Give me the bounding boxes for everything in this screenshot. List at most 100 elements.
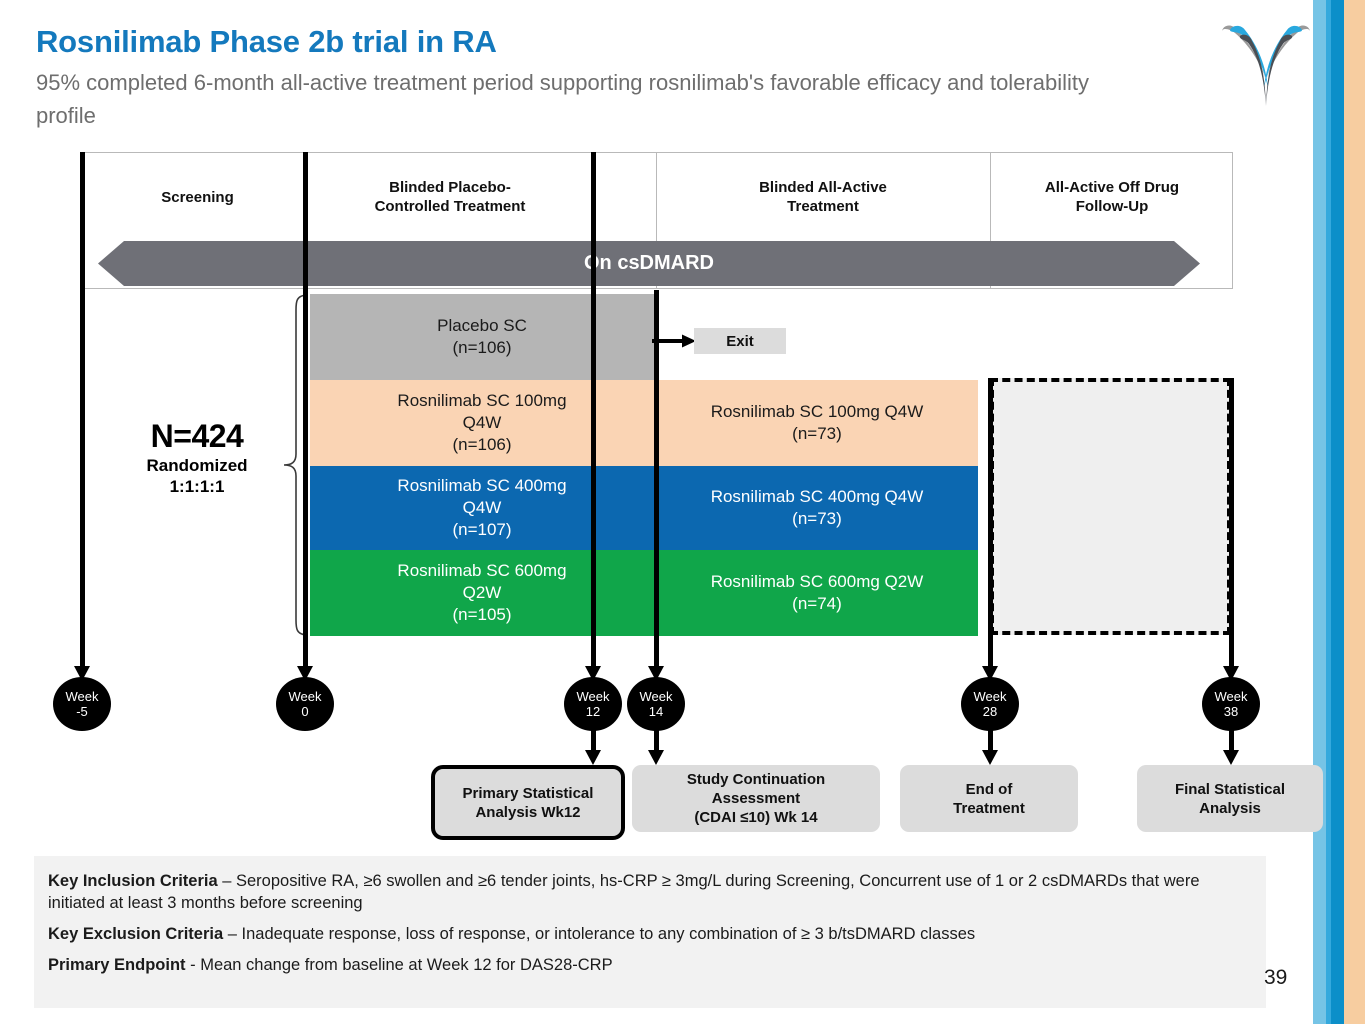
- page-number: 39: [1264, 966, 1288, 989]
- arm-400mg-l1: Rosnilimab SC 400mg: [397, 476, 567, 495]
- connector-arrowhead-wk-28: [982, 750, 998, 765]
- phase-label-followup-l1: All-Active Off Drug: [1044, 179, 1180, 196]
- timeline-line-wk--5: [80, 152, 85, 672]
- arm-placebo-l1: Placebo SC: [437, 316, 527, 335]
- week-marker-12-value: 12: [585, 704, 601, 719]
- randomization-line2: Randomized: [146, 456, 248, 475]
- callout-final-l1: Final Statistical: [1174, 780, 1286, 798]
- on-csdmard-band: On csDMARD: [98, 240, 1200, 287]
- timeline-line-wk-12: [591, 152, 596, 672]
- week-marker-minus5-value: -5: [76, 704, 88, 719]
- edge-stripe-blue: [1331, 0, 1344, 1024]
- randomization-label: N=424 Randomized 1:1:1:1: [92, 418, 302, 497]
- arm-placebo-l2: (n=106): [452, 338, 512, 357]
- callout-final-statistical-analysis[interactable]: Final Statistical Analysis: [1137, 765, 1323, 832]
- week-marker-minus5-label: Week: [65, 689, 99, 704]
- arm-box-rosnilimab-400mg: Rosnilimab SC 400mg Q4W (n=107): [310, 466, 654, 550]
- phase-label-blinded-placebo-l2: Controlled Treatment: [374, 198, 526, 215]
- connector-line-wk-28: [988, 728, 993, 754]
- connector-line-wk-14: [654, 728, 659, 754]
- edge-stripe-light-blue: [1313, 0, 1326, 1024]
- callout-primary-statistical-analysis[interactable]: Primary Statistical Analysis Wk12: [431, 765, 625, 840]
- callout-primary-l2: Analysis Wk12: [475, 803, 581, 821]
- arm-box-rosnilimab-400mg-allactive: Rosnilimab SC 400mg Q4W (n=73): [656, 466, 978, 550]
- arm-box-placebo: Placebo SC (n=106): [310, 294, 654, 380]
- week-marker-14-label: Week: [639, 689, 673, 704]
- phase-label-blinded-allactive-l2: Treatment: [787, 198, 859, 215]
- edge-stripe-peach: [1344, 0, 1365, 1024]
- company-logo: [1216, 14, 1316, 114]
- randomization-n: N=424: [150, 418, 244, 454]
- phase-header-blinded-allactive: Blinded All-Active Treatment: [660, 152, 986, 242]
- callout-continuation-l1: Study Continuation: [686, 771, 826, 788]
- connector-arrowhead-wk-14: [648, 750, 664, 765]
- exclusion-criteria-row: Key Exclusion Criteria – Inadequate resp…: [48, 923, 1250, 945]
- arm-100mg-aa-l2: (n=73): [792, 424, 842, 443]
- week-marker-14: Week 14: [627, 677, 685, 731]
- phase-label-blinded-placebo-l1: Blinded Placebo-: [389, 179, 511, 196]
- primary-endpoint-text: - Mean change from baseline at Week 12 f…: [185, 956, 613, 974]
- randomization-brace: [283, 294, 309, 636]
- arm-600mg-l2: Q2W: [462, 583, 502, 602]
- week-marker-minus5: Week -5: [53, 677, 111, 731]
- slide-subtitle: 95% completed 6-month all-active treatme…: [36, 70, 1090, 128]
- randomization-line3: 1:1:1:1: [169, 477, 225, 496]
- timeline-line-wk-28: [988, 378, 993, 672]
- week-marker-38-value: 38: [1223, 704, 1239, 719]
- callout-continuation-l3: (CDAI ≤10) Wk 14: [694, 809, 818, 826]
- exit-box: Exit: [694, 328, 786, 354]
- callout-final-l2: Analysis: [1199, 799, 1261, 817]
- on-csdmard-label: On csDMARD: [583, 252, 714, 274]
- callout-eot-l1: End of: [965, 780, 1013, 798]
- arm-600mg-aa-l1: Rosnilimab SC 600mg Q2W: [710, 572, 924, 591]
- primary-endpoint-label: Primary Endpoint: [48, 956, 186, 974]
- primary-endpoint-row: Primary Endpoint - Mean change from base…: [48, 954, 1250, 976]
- arm-box-rosnilimab-600mg-allactive: Rosnilimab SC 600mg Q2W (n=74): [656, 550, 978, 636]
- week-marker-0-label: Week: [288, 689, 322, 704]
- arm-400mg-aa-l2: (n=73): [792, 509, 842, 528]
- week-marker-14-value: 14: [648, 704, 664, 719]
- week-marker-38-label: Week: [1214, 689, 1248, 704]
- arm-100mg-l2: Q4W: [462, 413, 502, 432]
- callout-end-of-treatment[interactable]: End of Treatment: [900, 765, 1078, 832]
- timeline-line-wk-38: [1229, 378, 1234, 672]
- inclusion-criteria-text: – Seropositive RA, ≥6 swollen and ≥6 ten…: [48, 872, 1200, 912]
- callout-eot-l2: Treatment: [953, 799, 1025, 817]
- arm-100mg-aa-l1: Rosnilimab SC 100mg Q4W: [710, 402, 924, 421]
- arm-600mg-aa-l2: (n=74): [792, 594, 842, 613]
- week-marker-12-label: Week: [576, 689, 610, 704]
- arm-400mg-l3: (n=107): [452, 520, 512, 539]
- arm-400mg-l2: Q4W: [462, 498, 502, 517]
- arm-100mg-l1: Rosnilimab SC 100mg: [397, 391, 567, 410]
- connector-line-wk-38: [1229, 728, 1234, 754]
- week-marker-0: Week 0: [276, 677, 334, 731]
- week-marker-28-label: Week: [973, 689, 1007, 704]
- phase-header-screening: Screening: [90, 152, 305, 242]
- arm-100mg-l3: (n=106): [452, 435, 512, 454]
- week-marker-12: Week 12: [564, 677, 622, 731]
- connector-arrowhead-wk-38: [1223, 750, 1239, 765]
- exclusion-criteria-label: Key Exclusion Criteria: [48, 925, 224, 943]
- phase-header-blinded-placebo: Blinded Placebo- Controlled Treatment: [310, 152, 590, 242]
- phase-header-followup: All-Active Off Drug Follow-Up: [993, 152, 1231, 242]
- week-marker-38: Week 38: [1202, 677, 1260, 731]
- timeline-line-wk-0: [303, 152, 308, 672]
- arm-box-rosnilimab-100mg-allactive: Rosnilimab SC 100mg Q4W (n=73): [656, 380, 978, 466]
- criteria-panel: Key Inclusion Criteria – Seropositive RA…: [34, 856, 1266, 1008]
- arm-600mg-l3: (n=105): [452, 605, 512, 624]
- connector-line-wk-12: [591, 728, 596, 754]
- inclusion-criteria-row: Key Inclusion Criteria – Seropositive RA…: [48, 870, 1250, 914]
- arm-600mg-l1: Rosnilimab SC 600mg: [397, 561, 567, 580]
- timeline-line-wk-14: [654, 290, 659, 672]
- arm-400mg-aa-l1: Rosnilimab SC 400mg Q4W: [710, 487, 924, 506]
- edge-stripe-mid-blue: [1326, 0, 1331, 1024]
- phase-label-followup-l2: Follow-Up: [1075, 198, 1149, 215]
- callout-study-continuation-assessment[interactable]: Study Continuation Assessment (CDAI ≤10)…: [632, 765, 880, 832]
- callout-primary-l1: Primary Statistical: [462, 784, 594, 802]
- callout-continuation-l2: Assessment: [711, 790, 801, 807]
- phase-divider-wk28: [990, 153, 991, 288]
- week-marker-0-value: 0: [301, 704, 309, 719]
- phase-divider-wk14: [656, 153, 657, 288]
- arm-box-rosnilimab-100mg: Rosnilimab SC 100mg Q4W (n=106): [310, 380, 654, 466]
